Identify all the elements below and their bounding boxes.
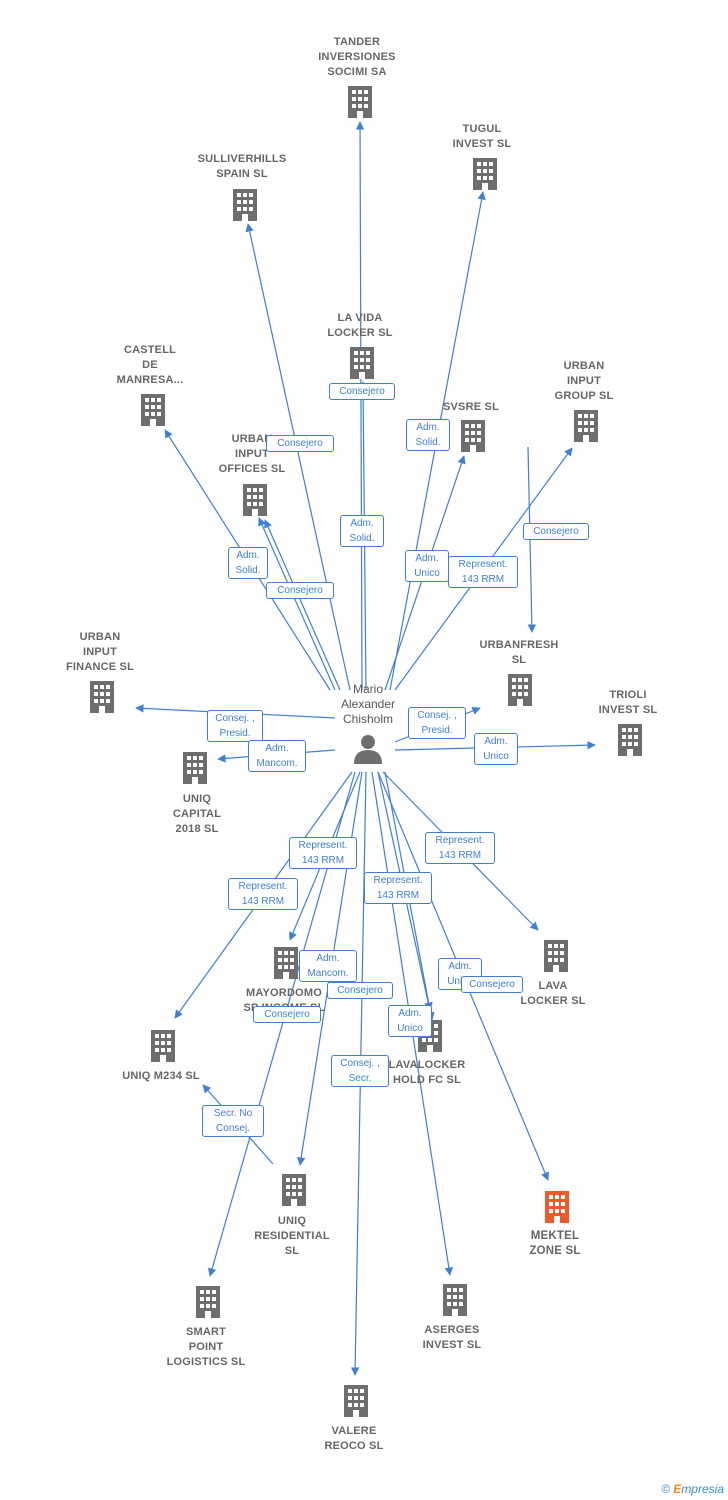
company-label-urbanfinance[interactable]: URBAN INPUT FINANCE SL [66, 631, 134, 673]
company-label-urbaninput[interactable]: URBAN INPUT GROUP SL [554, 360, 614, 402]
building-icon[interactable] [618, 724, 642, 756]
relation-label[interactable]: Consej. , Presid. [408, 707, 466, 739]
company-label-smartpoint[interactable]: SMART POINT LOGISTICS SL [166, 1326, 246, 1368]
company-label-valere[interactable]: VALERE REOCO SL [324, 1425, 384, 1452]
building-icon[interactable] [183, 752, 207, 784]
relation-label[interactable]: Adm. Mancom. [248, 740, 306, 772]
person-icon[interactable] [354, 735, 382, 764]
company-label-lavalocker[interactable]: LAVA LOCKER SL [520, 980, 586, 1007]
relation-label[interactable]: Adm. Solid. [406, 419, 450, 451]
company-label-castell[interactable]: CASTELL DE MANRESA... [116, 344, 184, 386]
relation-label[interactable]: Represent. 143 RRM [448, 556, 518, 588]
building-icon[interactable] [443, 1284, 467, 1316]
building-icon[interactable] [350, 347, 374, 379]
relation-label[interactable]: Adm. Mancom. [299, 950, 357, 982]
company-label-svsre[interactable]: SVSRE SL [442, 401, 499, 413]
relation-label[interactable]: Adm. Solid. [228, 547, 268, 579]
icon-layer [90, 86, 642, 1417]
building-icon[interactable] [233, 189, 257, 221]
company-label-uniqres[interactable]: UNIQ RESIDENTIAL SL [254, 1215, 330, 1257]
person-label[interactable]: Mario Alexander Chisholm [340, 682, 396, 726]
relation-label[interactable]: Consejero [266, 435, 334, 452]
relation-label[interactable]: Represent. 143 RRM [364, 872, 432, 904]
company-label-lavida[interactable]: LA VIDA LOCKER SL [327, 312, 393, 339]
building-icon[interactable] [90, 681, 114, 713]
relation-label[interactable]: Consej. , Presid. [207, 710, 263, 742]
company-label-mektel[interactable]: MEKTEL ZONE SL [529, 1230, 581, 1257]
building-icon[interactable] [508, 674, 532, 706]
relation-label[interactable]: Adm. Unico [474, 733, 518, 765]
company-label-urbanfresh[interactable]: URBANFRESH SL [479, 639, 559, 666]
company-label-urbanoffices[interactable]: URBAN INPUT OFFICES SL [218, 433, 286, 475]
building-icon[interactable] [544, 940, 568, 972]
company-label-lavalockerhold[interactable]: LAVALOCKER HOLD FC SL [388, 1059, 466, 1086]
company-label-uniqm234[interactable]: UNIQ M234 SL [122, 1070, 200, 1082]
brand-initial: E [673, 1482, 682, 1496]
relation-edge [264, 519, 341, 691]
relation-label[interactable]: Consej. , Secr. [331, 1055, 389, 1087]
relation-edge [355, 121, 365, 691]
brand-footer: ©Empresia [661, 1482, 724, 1496]
relation-label[interactable]: Adm. Unico [405, 550, 449, 582]
relation-edge [258, 517, 336, 691]
building-icon[interactable] [348, 86, 372, 118]
building-icon[interactable] [141, 394, 165, 426]
company-label-aserges[interactable]: ASERGES INVEST SL [422, 1324, 482, 1351]
relation-label[interactable]: Consejero [266, 582, 334, 599]
building-icon[interactable] [461, 420, 485, 452]
company-label-tander[interactable]: TANDER INVERSIONES SOCIMI SA [318, 36, 396, 78]
relation-label[interactable]: Adm. Solid. [340, 515, 384, 547]
building-icon[interactable] [545, 1191, 569, 1223]
relation-edge [245, 223, 351, 691]
relation-label[interactable]: Consejero [523, 523, 589, 540]
company-label-sulliverhills[interactable]: SULLIVERHILLS SPAIN SL [197, 153, 287, 180]
building-icon[interactable] [344, 1385, 368, 1417]
relation-label[interactable]: Consejero [329, 383, 395, 400]
copyright-mark: © [661, 1482, 671, 1496]
relation-label[interactable]: Represent. 143 RRM [289, 837, 357, 869]
building-icon[interactable] [151, 1030, 175, 1062]
building-icon[interactable] [574, 410, 598, 442]
company-label-tugul[interactable]: TUGUL INVEST SL [452, 123, 512, 150]
building-icon[interactable] [196, 1286, 220, 1318]
relation-label[interactable]: Represent. 143 RRM [425, 832, 495, 864]
building-icon[interactable] [274, 947, 298, 979]
relation-label[interactable]: Adm. Unico [388, 1005, 432, 1037]
relation-label[interactable]: Consejero [327, 982, 393, 999]
building-icon[interactable] [243, 484, 267, 516]
company-label-uniqcapital[interactable]: UNIQ CAPITAL 2018 SL [172, 793, 222, 835]
building-icon[interactable] [282, 1174, 306, 1206]
company-label-trioli[interactable]: TRIOLI INVEST SL [598, 689, 658, 716]
relation-label[interactable]: Represent. 143 RRM [228, 878, 298, 910]
relation-label[interactable]: Consejero [253, 1006, 321, 1023]
building-icon[interactable] [473, 158, 497, 190]
relation-label[interactable]: Consejero [461, 976, 523, 993]
relation-label[interactable]: Secr. No Consej. [202, 1105, 264, 1137]
brand-name: mpresia [681, 1482, 724, 1496]
